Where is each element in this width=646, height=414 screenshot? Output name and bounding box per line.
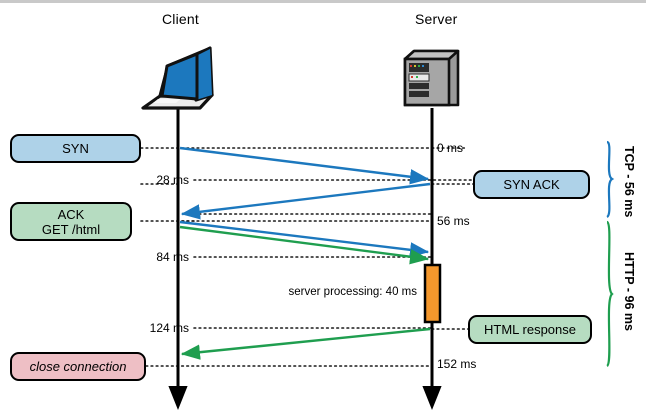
message-label-close-connection: close connection — [29, 359, 127, 374]
time-label-server-56ms: 56 ms — [437, 214, 470, 228]
diagram-canvas — [140, 46, 615, 410]
time-label-server-152ms: 152 ms — [437, 357, 477, 371]
message-label-syn: SYN — [62, 141, 89, 156]
syn-arrow — [179, 146, 430, 185]
message-box-html-response[interactable]: HTML response — [468, 315, 592, 344]
bracket-label-tcp: TCP - 56 ms — [622, 146, 636, 218]
message-label-ack: ACK — [57, 206, 85, 222]
message-box-ack-get[interactable]: ACK GET /html — [10, 202, 132, 241]
laptop-icon — [141, 46, 214, 110]
message-box-syn[interactable]: SYN — [10, 134, 141, 163]
time-label-client-124ms: 124 ms — [149, 321, 189, 335]
response-arrow — [180, 327, 431, 360]
http-bracket — [605, 220, 614, 367]
time-guide-lines — [140, 147, 474, 367]
ack-arrow — [179, 220, 430, 258]
message-label-syn-ack: SYN ACK — [503, 177, 560, 192]
get-html-arrow — [179, 225, 430, 265]
time-label-client-84ms: 84 ms — [156, 250, 189, 264]
tcp-bracket — [605, 140, 615, 218]
server-title: Server — [415, 11, 458, 27]
syn-ack-arrow — [180, 182, 431, 220]
message-label-get-html: GET /html — [41, 221, 101, 237]
bracket-label-http: HTTP - 96 ms — [622, 252, 636, 331]
server-processing-bar — [423, 263, 442, 324]
server-tower-icon — [403, 49, 460, 107]
message-label-html-response: HTML response — [484, 322, 576, 337]
time-label-server-0ms: 0 ms — [437, 141, 464, 155]
server-processing-label: server processing: 40 ms — [288, 286, 417, 298]
client-title: Client — [162, 11, 199, 27]
time-label-client-28ms: 28 ms — [156, 173, 189, 187]
message-box-close-connection[interactable]: close connection — [10, 352, 146, 381]
message-box-syn-ack[interactable]: SYN ACK — [473, 170, 590, 199]
